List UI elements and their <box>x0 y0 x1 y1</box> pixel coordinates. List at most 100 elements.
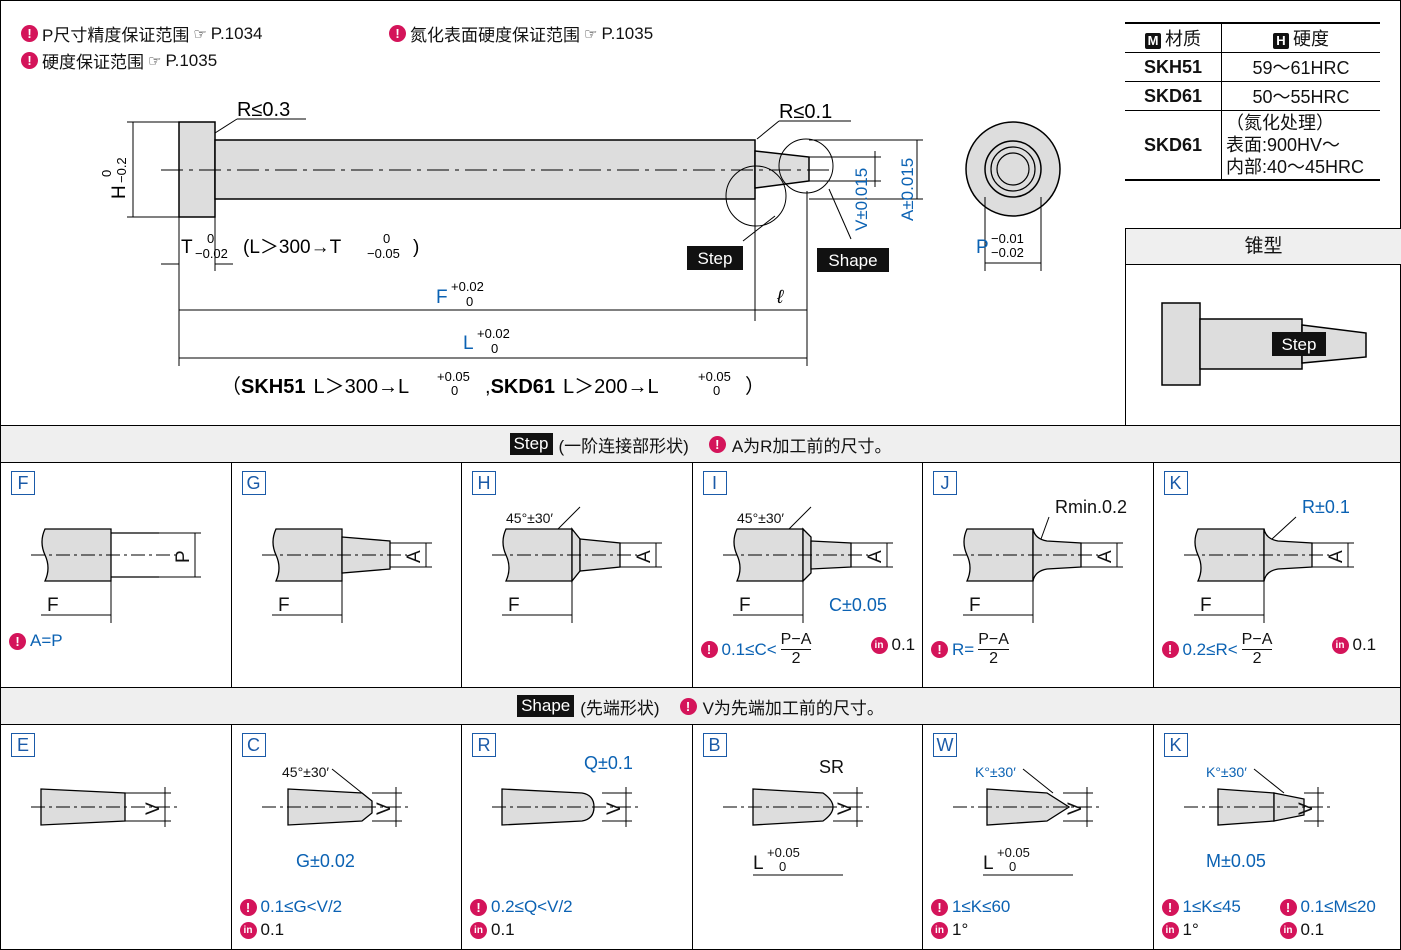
end-view-shank <box>984 140 1042 198</box>
step-tag-box <box>687 246 743 270</box>
l-label: L <box>753 853 764 874</box>
cond-tol2-upper: +0.05 <box>698 369 731 384</box>
l-upper: +0.05 <box>997 845 1030 860</box>
t-cond-end: ) <box>413 237 419 258</box>
dim-side-label: V <box>604 802 625 815</box>
dim-bottom-label: F <box>739 595 751 616</box>
l-lower: 0 <box>1009 859 1016 874</box>
note-p-precision: ! P尺寸精度保证范围 ☞ P.1034 <box>21 21 263 46</box>
shape-code-letter: W <box>933 733 957 757</box>
step-drawing: A F 45°±30′ <box>492 506 662 623</box>
material-cell: SKH51 <box>1125 52 1222 82</box>
shape-code-letter: G <box>241 471 266 495</box>
angle-label: 45°±30′ <box>506 510 553 526</box>
dim-bottom-label: F <box>1200 595 1212 616</box>
hardness-cell: （氮化处理） 表面:900HV～ 内部:40～45HRC <box>1221 110 1380 181</box>
t-cond: (L＞300→T <box>243 237 342 258</box>
cond-tol1-upper: +0.05 <box>437 369 470 384</box>
l-lower: 0 <box>779 859 786 874</box>
p-tol-lower: −0.02 <box>991 245 1024 260</box>
shape-code-letter: J <box>933 471 957 495</box>
shape-drawing: VQ±0.1 <box>492 753 642 827</box>
shape-code-letter: I <box>702 471 727 495</box>
l-label: L <box>463 333 474 354</box>
dim-side-label: V <box>374 802 395 815</box>
info-icon: in <box>1161 921 1179 939</box>
dim-side-label: V <box>143 802 164 815</box>
note-text: A=P <box>30 631 63 650</box>
hardness-line: 内部:40～45HRC <box>1226 157 1365 177</box>
step-tag-box <box>1272 332 1326 356</box>
dim-side-label: A <box>634 550 655 563</box>
cond-tol2-lower: 0 <box>713 383 720 398</box>
dim-bottom-label: F <box>508 595 520 616</box>
dim-side-label: A <box>1326 550 1347 563</box>
shape-code-letter: C <box>241 733 266 757</box>
warning-icon: ! <box>679 697 697 715</box>
table-row: SKD61 （氮化处理） 表面:900HV～ 内部:40～45HRC <box>1125 110 1380 181</box>
main-drawing: R≤0.3 R≤0.1 H 0 −0.2 T 0 −0.02 (L＞300→T … <box>99 99 1061 398</box>
info-icon: in <box>870 636 888 654</box>
extra-dim-label: R±0.1 <box>1302 497 1350 517</box>
step-tag: Step <box>698 249 733 268</box>
section-title: (先端形状) <box>580 698 660 718</box>
warning-icon: ! <box>389 25 406 42</box>
t-cond-lower: −0.05 <box>367 246 400 261</box>
dim-side-label: P <box>173 550 194 563</box>
shape-drawing: V45°±30′G±0.02 <box>261 764 412 871</box>
note-hardness: ! 硬度保证范围 ☞ P.1035 <box>21 48 217 73</box>
angle-label: 45°±30′ <box>282 764 329 780</box>
step-drawing: AF <box>261 528 432 623</box>
m-badge-icon: M <box>1145 33 1161 49</box>
t-tol-lower: −0.02 <box>195 246 228 261</box>
warning-icon: ! <box>21 52 38 69</box>
section-note: A为R加工前的尺寸。 <box>731 436 892 456</box>
dim-side-label: A <box>1095 550 1116 563</box>
cell-note: !0.1≤G<V/2 <box>239 897 342 917</box>
page-ref[interactable]: P.1035 <box>165 50 218 70</box>
step-drawing: A F R±0.1 <box>1183 497 1354 623</box>
warning-icon: ! <box>700 641 718 658</box>
cell-note: !A=P <box>9 631 63 651</box>
page-ref[interactable]: P.1034 <box>210 23 263 43</box>
dim-side-label: V <box>1065 802 1086 815</box>
v-label: V±0.015 <box>852 168 871 231</box>
cell-note: !0.2≤Q<V/2 <box>470 897 573 917</box>
step-tag: Step <box>509 433 553 455</box>
h-label: H <box>109 185 130 199</box>
info-icon: in <box>239 921 257 939</box>
shape-drawing: VK°±30′L+0.050 <box>953 764 1103 876</box>
info-icon: in <box>1331 636 1349 654</box>
shape-code-letter: F <box>11 471 35 495</box>
warning-icon: ! <box>1279 898 1297 916</box>
warning-icon: ! <box>470 898 487 916</box>
shape-code-letter: K <box>1163 733 1188 757</box>
t-tol-upper: 0 <box>207 231 214 246</box>
cond-close: ） <box>745 375 765 398</box>
page-ref[interactable]: P.1035 <box>601 23 654 43</box>
note-text: 0.2≤R< <box>1182 639 1238 659</box>
dim-bottom-label: F <box>969 595 981 616</box>
material-cell: SKD61 <box>1125 81 1222 111</box>
shape-code-letter: K <box>1163 471 1188 495</box>
dim-side-label: V <box>1296 802 1317 815</box>
f-tol-lower: 0 <box>466 294 473 309</box>
note-text: 0.2≤Q<V/2 <box>491 897 573 916</box>
header-text: 材质 <box>1165 29 1201 49</box>
section-note: V为先端加工前的尺寸。 <box>702 698 884 718</box>
